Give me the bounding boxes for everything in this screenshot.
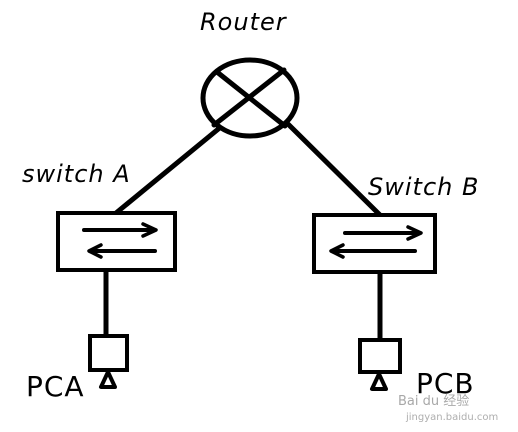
watermark-sub: jingyan.baidu.com [405, 412, 498, 423]
watermark: Bai du 经验 jingyan.baidu.com [398, 393, 498, 423]
computer-icon [88, 334, 129, 372]
pc-a-node: PCA [26, 334, 129, 403]
router-node: Router [200, 8, 300, 139]
switch-icon [56, 211, 177, 272]
switch-icon [312, 213, 437, 274]
switch-b-label: Switch B [368, 173, 479, 201]
switch-a-label: switch A [22, 160, 131, 188]
edge-router-switch-b [285, 121, 383, 218]
switch-a-node: switch A [22, 160, 177, 272]
pc-b-node: PCB [358, 338, 475, 400]
computer-icon [358, 338, 402, 374]
pc-a-label: PCA [26, 370, 85, 403]
router-label: Router [200, 8, 288, 36]
edge-router-switch-a [113, 123, 225, 216]
watermark-text: Bai du 经验 [398, 393, 469, 409]
switch-b-node: Switch B [312, 173, 479, 274]
pc-b-label: PCB [416, 367, 475, 400]
pc-stand-icon [99, 370, 117, 389]
pc-stand-icon [370, 372, 388, 391]
